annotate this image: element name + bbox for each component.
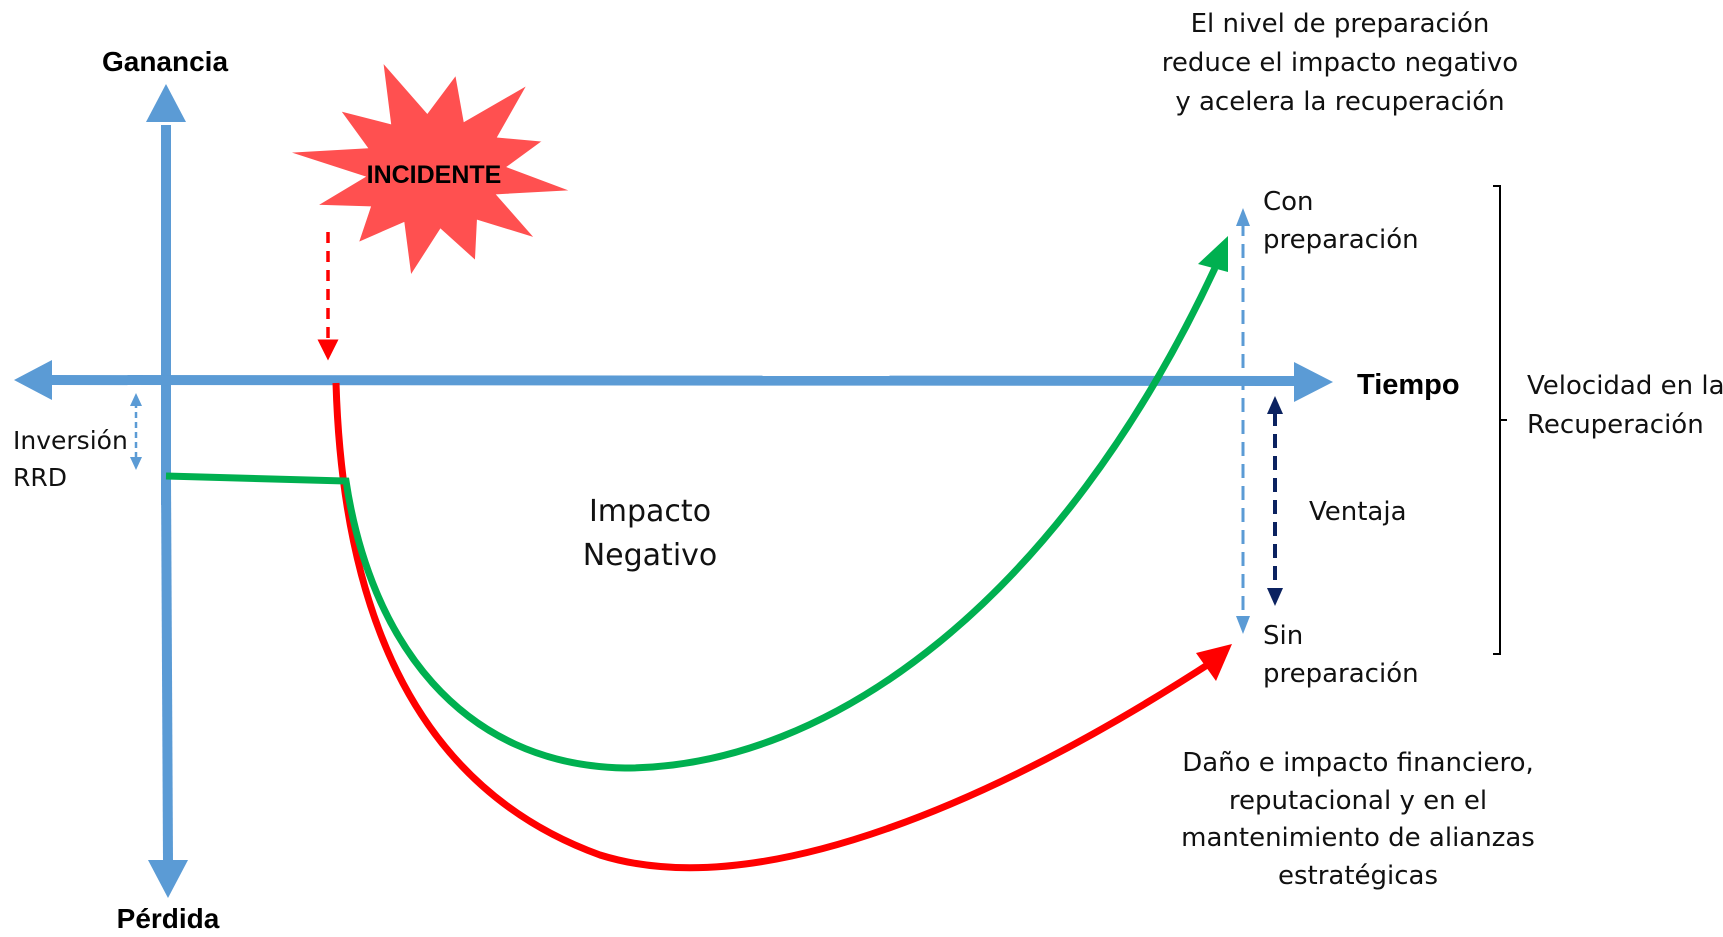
green-curve-arrowhead (1198, 236, 1228, 272)
incident-burst: INCIDENTE (289, 61, 571, 277)
recovery-bracket (1493, 185, 1507, 655)
y-axis-up-arrowhead (146, 84, 186, 122)
recovery-speed-line2: Recuperación (1527, 410, 1704, 440)
without-preparation-line1: Sin (1263, 621, 1303, 651)
with-preparation-line2: preparación (1263, 225, 1419, 255)
advantage-double-arrow (1267, 396, 1283, 606)
preparedness-note-line2: reduce el impacto negativo (1162, 48, 1518, 78)
y-axis-top-label: Ganancia (102, 46, 228, 77)
damage-note-line3: mantenimiento de alianzas (1181, 823, 1535, 853)
preparation-range-arrow (1236, 208, 1250, 634)
green-curve-with-preparation (165, 266, 1219, 772)
damage-note-line1: Daño e impacto financiero, (1182, 748, 1534, 778)
recovery-speed-line1: Velocidad en la (1527, 371, 1723, 401)
x-axis (14, 360, 1333, 402)
damage-note-line4: estratégicas (1278, 861, 1438, 891)
impact-label-line1: Impacto (589, 494, 711, 529)
y-axis (146, 84, 188, 898)
red-curve-without-preparation (332, 382, 1217, 872)
without-preparation-line2: preparación (1263, 659, 1419, 689)
y-axis-down-arrowhead (148, 860, 188, 898)
with-preparation-line1: Con (1263, 187, 1314, 217)
preparedness-note-line3: y acelera la recuperación (1175, 87, 1504, 117)
damage-note-line2: reputacional y en el (1229, 786, 1487, 816)
incident-starburst-shape (289, 61, 571, 277)
investment-label-line2: RRD (13, 463, 67, 492)
y-axis-bottom-label: Pérdida (117, 903, 220, 934)
x-axis-left-arrowhead (14, 360, 52, 400)
investment-label-line1: Inversión (13, 426, 128, 455)
preparedness-note-line1: El nivel de preparación (1191, 9, 1490, 39)
impact-label-line2: Negativo (583, 538, 718, 573)
x-axis-right-arrowhead (1294, 362, 1333, 402)
incident-label: INCIDENTE (367, 161, 502, 189)
advantage-label: Ventaja (1309, 497, 1407, 527)
red-curve-arrowhead (1196, 644, 1232, 681)
investment-double-arrow (130, 393, 142, 470)
x-axis-right-label: Tiempo (1357, 369, 1460, 401)
